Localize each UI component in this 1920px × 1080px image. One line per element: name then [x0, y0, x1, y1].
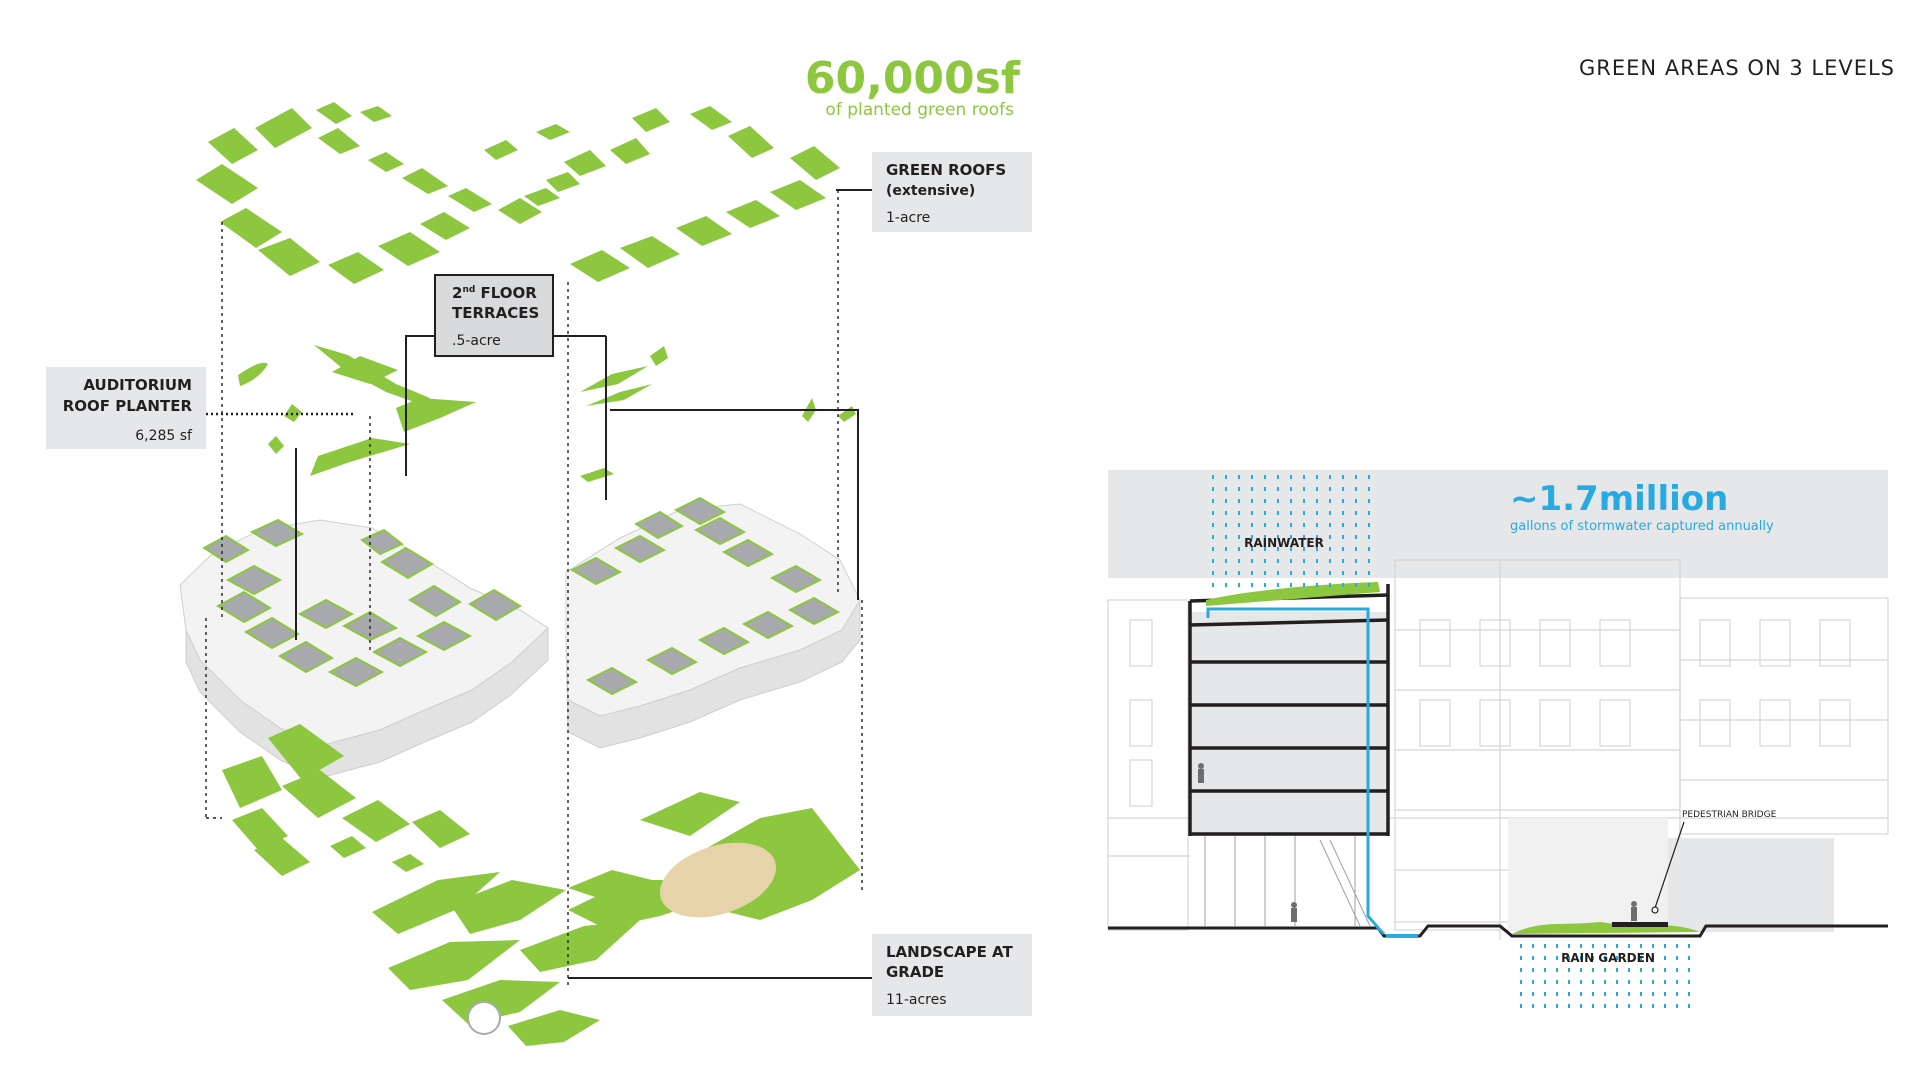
- section-diagram: [1107, 470, 1889, 1008]
- page-title: GREEN AREAS ON 3 LEVELS: [1579, 56, 1895, 80]
- rainwater-label: RAINWATER: [1244, 536, 1324, 550]
- auditorium-area: 6,285 sf: [135, 428, 193, 444]
- auditorium-subtitle: ROOF PLANTER: [63, 397, 193, 415]
- green-roofs-area: 1-acre: [886, 210, 930, 226]
- landscape-title: LANDSCAPE AT: [886, 943, 1013, 961]
- rain-garden-label: RAIN GARDEN: [1561, 951, 1655, 965]
- terraces-subtitle: TERRACES: [452, 304, 539, 322]
- stormwater-caption: gallons of stormwater captured annually: [1510, 519, 1774, 534]
- landscape-label: LANDSCAPE AT GRADE 11-acres: [872, 934, 1032, 1016]
- leader-lines: [205, 189, 872, 988]
- green-roof-area-stat: 60,000sf: [805, 53, 1021, 104]
- terrace-layer: [238, 345, 856, 482]
- stormwater-stat: ~1.7million: [1510, 479, 1728, 519]
- terraces-title: 2nd FLOOR: [452, 284, 537, 302]
- pedestrian-bridge-label: PEDESTRIAN BRIDGE: [1682, 810, 1777, 820]
- landscape-subtitle: GRADE: [886, 963, 944, 981]
- auditorium-title: AUDITORIUM: [83, 376, 192, 394]
- green-roof-layer: [196, 102, 840, 284]
- auditorium-label: AUDITORIUM ROOF PLANTER 6,285 sf: [46, 367, 206, 449]
- terraces-area: .5-acre: [452, 333, 501, 349]
- terraces-label: 2nd FLOOR TERRACES .5-acre: [434, 274, 554, 357]
- green-roofs-subtitle: (extensive): [886, 183, 975, 199]
- green-roofs-label: GREEN ROOFS (extensive) 1-acre: [872, 152, 1032, 232]
- building-block-left: [179, 518, 549, 779]
- landscape-layer: [222, 724, 860, 1046]
- green-roof-area-caption: of planted green roofs: [825, 100, 1014, 120]
- green-roofs-title: GREEN ROOFS: [886, 161, 1006, 179]
- building-block-right: [565, 496, 861, 749]
- landscape-area: 11-acres: [886, 992, 947, 1008]
